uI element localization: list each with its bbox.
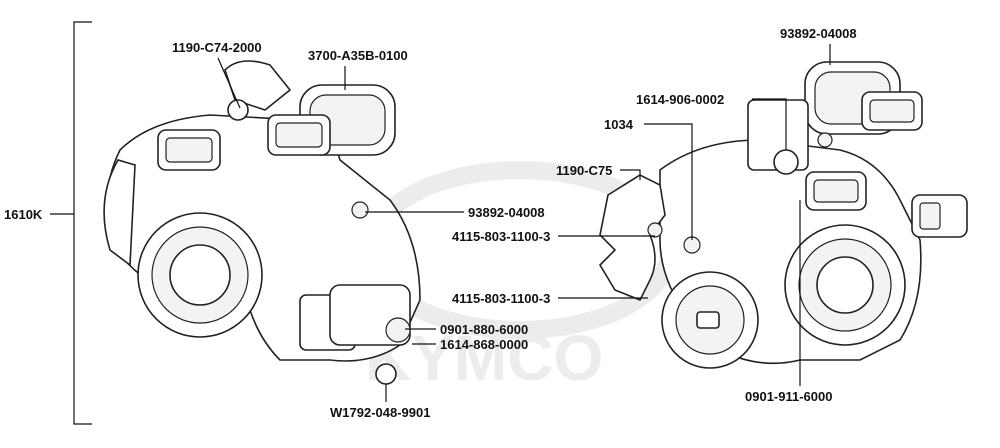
callout-label: 1034 <box>604 117 634 132</box>
callout-label: 0901-880-6000 <box>440 322 528 337</box>
assembly-label: 1610K <box>4 207 43 222</box>
callout-label: 1614-868-0000 <box>440 337 528 352</box>
callout-w1792-048-9901: W1792-048-9901 <box>330 384 430 420</box>
right-throttle-body <box>598 61 968 369</box>
assembly-bracket <box>50 21 92 425</box>
callout-label: 1190-C75 <box>556 163 612 178</box>
callout-label: 93892-04008 <box>780 26 857 41</box>
callout-label: 4115-803-1100-3 <box>452 291 550 306</box>
callout-4115-803-1100-3-lower: 4115-803-1100-3 <box>452 291 648 306</box>
callout-label: 3700-A35B-0100 <box>308 48 408 63</box>
callout-label: 4115-803-1100-3 <box>452 229 550 244</box>
callout-label: 1190-C74-2000 <box>172 40 262 55</box>
callout-93892-04008-left: 93892-04008 <box>365 205 545 220</box>
left-throttle-body <box>103 60 421 385</box>
callout-label: 93892-04008 <box>468 205 545 220</box>
callout-1614-906-0002: 1614-906-0002 <box>636 92 787 150</box>
callout-label: 0901-911-6000 <box>745 389 832 404</box>
callout-4115-803-1100-3-upper: 4115-803-1100-3 <box>452 229 655 244</box>
callout-1034: 1034 <box>604 117 693 240</box>
callout-1190-c74-2000: 1190-C74-2000 <box>172 40 262 109</box>
callout-label: W1792-048-9901 <box>330 405 430 420</box>
callout-label: 1614-906-0002 <box>636 92 724 107</box>
callout-0901-880-6000: 0901-880-6000 <box>405 322 528 337</box>
callout-1614-868-0000: 1614-868-0000 <box>412 337 528 352</box>
callout-1190-c75: 1190-C75 <box>556 163 641 180</box>
callout-93892-04008-right: 93892-04008 <box>780 26 857 65</box>
callout-0901-911-6000: 0901-911-6000 <box>745 200 832 404</box>
callout-3700-a35b-0100: 3700-A35B-0100 <box>308 48 408 90</box>
